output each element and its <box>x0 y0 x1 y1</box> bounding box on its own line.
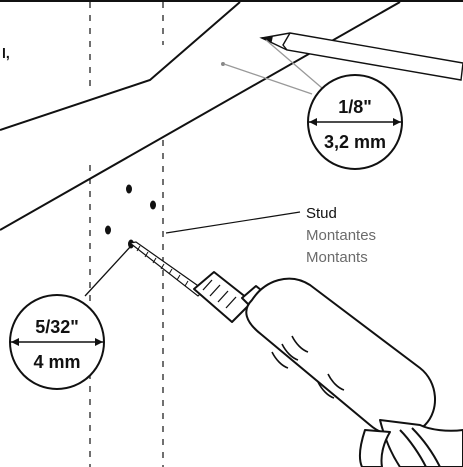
stud-edges <box>89 2 164 467</box>
drill-holes <box>105 184 156 249</box>
drill-size-bubble: 5/32" 4 mm <box>9 294 105 390</box>
drill-body <box>245 277 437 437</box>
drill-bubble-metric: 4 mm <box>33 352 80 372</box>
drill-chuck-grip <box>202 279 237 309</box>
cut-off-text: l, <box>2 45 10 61</box>
stud-label-es: Montantes <box>306 227 376 244</box>
pencil-size-bubble: 1/8" 3,2 mm <box>307 74 403 170</box>
drill-trigger <box>358 429 391 467</box>
hole-right <box>150 200 156 210</box>
pencil-leader-lines <box>223 39 323 95</box>
drill-bubble-arrows <box>11 338 103 346</box>
pencil-icon <box>259 32 463 81</box>
stud-label-fr: Montants <box>306 249 368 266</box>
hole-top <box>126 184 132 194</box>
stud-label-en: Stud <box>306 205 337 222</box>
pencil-bubble-metric: 3,2 mm <box>324 132 386 152</box>
drill-bubble-leader <box>84 245 132 297</box>
drill-bit <box>128 241 205 297</box>
pencil-bubble-fraction: 1/8" <box>338 97 372 117</box>
bracket-top-edge <box>0 1 241 131</box>
pencil-bubble-arrows <box>309 118 401 126</box>
pencil-mark-dot <box>221 62 225 66</box>
stud-leader-line <box>165 211 301 234</box>
drill-bubble-fraction: 5/32" <box>35 317 79 337</box>
power-drill-icon <box>193 271 463 467</box>
drill-cord <box>399 427 441 467</box>
hole-left <box>105 225 111 235</box>
drill-vents <box>271 335 345 399</box>
